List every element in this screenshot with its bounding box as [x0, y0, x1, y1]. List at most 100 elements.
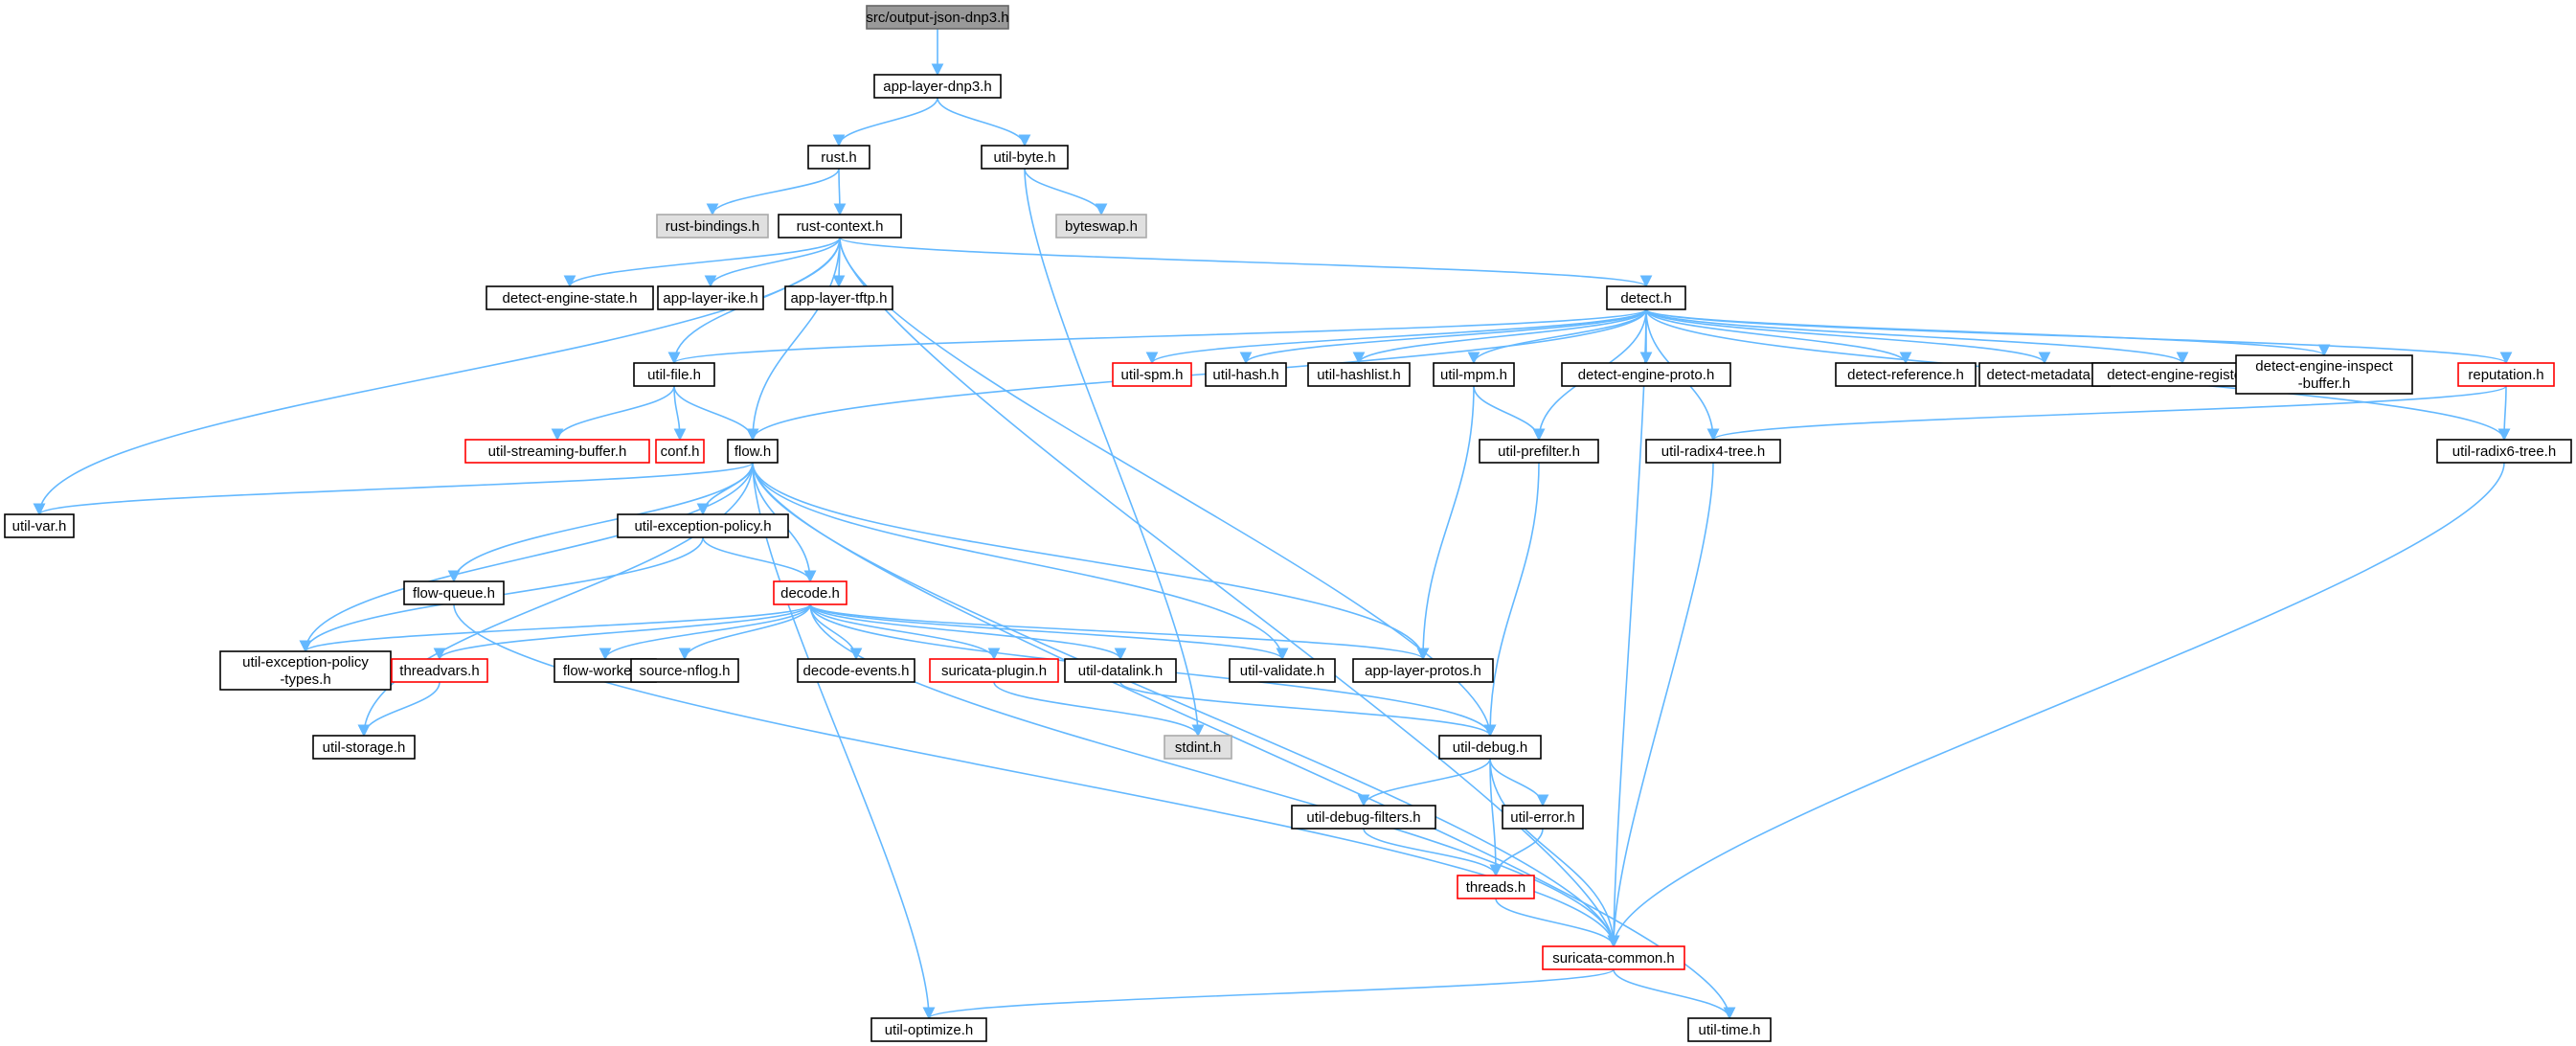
node-label-utilspm: util-spm.h — [1120, 367, 1183, 383]
edge-decode-to-sourcenflog — [678, 603, 811, 661]
graph-node-appdnp3[interactable]: app-layer-dnp3.h — [873, 74, 1002, 99]
node-label-reputation: reputation.h — [2468, 367, 2543, 383]
graph-node-utiloptimize[interactable]: util-optimize.h — [870, 1017, 987, 1042]
graph-node-rustctx[interactable]: rust-context.h — [778, 214, 902, 239]
node-box-reputation — [2457, 362, 2555, 387]
graph-node-utilprefilter[interactable]: util-prefilter.h — [1479, 439, 1599, 464]
graph-node-detengstate[interactable]: detect-engine-state.h — [486, 285, 654, 310]
edge-rustctx-to-appike — [704, 237, 841, 288]
node-label-stdint: stdint.h — [1175, 739, 1221, 756]
graph-node-flowqueue[interactable]: flow-queue.h — [403, 580, 505, 605]
graph-node-utilvalidate[interactable]: util-validate.h — [1229, 658, 1336, 683]
edge-decode-to-flowworker — [599, 603, 811, 661]
node-label-flow: flow.h — [734, 443, 771, 460]
graph-node-utilerror[interactable]: util-error.h — [1502, 805, 1584, 830]
graph-node-detengproto[interactable]: detect-engine-proto.h — [1561, 362, 1731, 387]
node-box-utilerror — [1502, 805, 1584, 830]
graph-node-detect[interactable]: detect.h — [1606, 285, 1686, 310]
edge-rustctx-to-suricatacommon — [839, 237, 1620, 948]
graph-node-suricataplugin[interactable]: suricata-plugin.h — [929, 658, 1059, 683]
node-box-utiltime — [1687, 1017, 1772, 1042]
graph-node-rustbind[interactable]: rust-bindings.h — [656, 214, 769, 239]
graph-node-reputation[interactable]: reputation.h — [2457, 362, 2555, 387]
node-box-utilexcpoltypes — [219, 650, 392, 691]
graph-node-utilspm[interactable]: util-spm.h — [1112, 362, 1192, 387]
edge-detect-to-detmeta — [1645, 308, 2051, 365]
node-box-flow — [727, 439, 779, 464]
graph-node-utilhash[interactable]: util-hash.h — [1205, 362, 1287, 387]
edge-rustctx-to-utilvar — [33, 237, 841, 516]
edge-utildatalink-to-utildebug — [1119, 681, 1497, 738]
graph-node-detmeta[interactable]: detect-metadata.h — [1978, 362, 2111, 387]
graph-node-sourcenflog[interactable]: source-nflog.h — [630, 658, 739, 683]
node-label-threads: threads.h — [1466, 879, 1526, 896]
graph-node-utilradix6[interactable]: util-radix6-tree.h — [2436, 439, 2572, 464]
graph-node-decodeevents[interactable]: decode-events.h — [797, 658, 915, 683]
graph-node-utilhashlist[interactable]: util-hashlist.h — [1307, 362, 1411, 387]
edge-detect-to-utilhash — [1239, 308, 1647, 365]
graph-node-threads[interactable]: threads.h — [1457, 875, 1535, 899]
edge-detect-to-utilhashlist — [1352, 308, 1647, 365]
graph-node-suricatacommon[interactable]: suricata-common.h — [1542, 945, 1685, 970]
graph-node-apptftp[interactable]: app-layer-tftp.h — [784, 285, 893, 310]
node-label-suricatacommon: suricata-common.h — [1552, 950, 1675, 966]
node-label-utilvar: util-var.h — [12, 518, 67, 534]
node-box-detengproto — [1561, 362, 1731, 387]
graph-node-decode[interactable]: decode.h — [773, 580, 847, 605]
node-box-rust — [807, 145, 870, 170]
graph-node-utilradix4[interactable]: util-radix4-tree.h — [1645, 439, 1781, 464]
node-box-utildatalink — [1064, 658, 1177, 683]
graph-node-detref[interactable]: detect-reference.h — [1835, 362, 1977, 387]
node-label-utilexcpoltypes: util-exception-policy-types.h — [242, 654, 369, 688]
node-label-apptftp: app-layer-tftp.h — [791, 290, 888, 307]
graph-node-rust[interactable]: rust.h — [807, 145, 870, 170]
graph-node-utiltime[interactable]: util-time.h — [1687, 1017, 1772, 1042]
edge-decode-to-utilexcpoltypes — [299, 603, 811, 653]
graph-node-utilfile[interactable]: util-file.h — [633, 362, 715, 387]
edge-utildebug-to-utildebugfilters — [1357, 758, 1491, 807]
edge-suricatacommon-to-utiltime — [1613, 968, 1736, 1020]
edge-detect-to-detengreg — [1645, 308, 2189, 365]
node-box-stdint — [1164, 735, 1232, 760]
edge-suricatacommon-to-utiloptimize — [922, 968, 1615, 1020]
node-label-root: src/output-json-dnp3.h — [866, 10, 1008, 26]
edge-layer — [33, 29, 2512, 1020]
edge-flow-to-utilexcpoltypes — [299, 462, 754, 653]
edge-utilbyte-to-stdint — [1024, 168, 1205, 738]
graph-node-utilexcpoltypes[interactable]: util-exception-policy-types.h — [219, 650, 392, 691]
graph-node-threadvars[interactable]: threadvars.h — [391, 658, 488, 683]
node-label-conf: conf.h — [661, 443, 700, 460]
graph-node-utilmpm[interactable]: util-mpm.h — [1433, 362, 1515, 387]
node-label-detenginspect: detect-engine-inspect-buffer.h — [2255, 358, 2393, 392]
graph-node-utildatalink[interactable]: util-datalink.h — [1064, 658, 1177, 683]
graph-node-root[interactable]: src/output-json-dnp3.h — [866, 5, 1009, 30]
graph-node-utilbyte[interactable]: util-byte.h — [981, 145, 1069, 170]
node-label-utilfile: util-file.h — [647, 367, 701, 383]
node-label-utilstreambuf: util-streaming-buffer.h — [488, 443, 627, 460]
edge-utildebug-to-suricatacommon — [1489, 758, 1620, 948]
graph-node-utildebugfilters[interactable]: util-debug-filters.h — [1291, 805, 1436, 830]
graph-node-applayerprotos[interactable]: app-layer-protos.h — [1352, 658, 1494, 683]
graph-node-utildebug[interactable]: util-debug.h — [1438, 735, 1542, 760]
graph-node-conf[interactable]: conf.h — [655, 439, 705, 464]
node-label-decodeevents: decode-events.h — [803, 663, 910, 679]
graph-node-utilvar[interactable]: util-var.h — [4, 513, 75, 538]
node-box-utilspm — [1112, 362, 1192, 387]
node-label-suricataplugin: suricata-plugin.h — [941, 663, 1047, 679]
graph-node-stdint[interactable]: stdint.h — [1164, 735, 1232, 760]
edge-suricataplugin-to-stdint — [993, 681, 1205, 738]
node-label-utilhashlist: util-hashlist.h — [1317, 367, 1401, 383]
graph-node-utilexcpol[interactable]: util-exception-policy.h — [617, 513, 789, 538]
graph-node-byteswap[interactable]: byteswap.h — [1055, 214, 1147, 239]
graph-node-detenginspect[interactable]: detect-engine-inspect-buffer.h — [2235, 354, 2413, 395]
graph-node-flow[interactable]: flow.h — [727, 439, 779, 464]
graph-node-utilstreambuf[interactable]: util-streaming-buffer.h — [464, 439, 650, 464]
node-box-conf — [655, 439, 705, 464]
graph-node-appike[interactable]: app-layer-ike.h — [657, 285, 764, 310]
node-label-utilstorage: util-storage.h — [323, 739, 406, 756]
node-box-detmeta — [1978, 362, 2111, 387]
edge-detect-to-suricatacommon — [1607, 308, 1647, 948]
graph-node-utilstorage[interactable]: util-storage.h — [312, 735, 416, 760]
node-label-detengreg: detect-engine-register.h — [2107, 367, 2258, 383]
